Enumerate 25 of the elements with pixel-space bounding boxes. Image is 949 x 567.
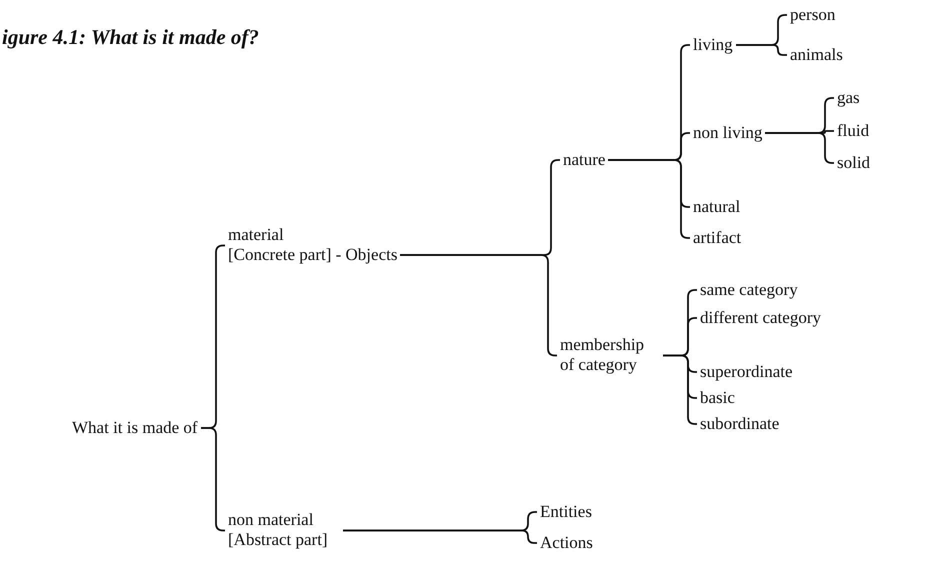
label-text: material <box>228 225 285 246</box>
bracket-line <box>343 530 537 544</box>
figure-title: igure 4.1: What is it made of? <box>2 24 259 51</box>
label-text: [Concrete part] - Objects <box>228 245 398 266</box>
label-text: Actions <box>540 533 593 554</box>
label-text: fluid <box>837 121 870 142</box>
label-text: same category <box>700 280 798 300</box>
label-text: nature <box>563 150 606 170</box>
label-text: natural <box>693 197 740 218</box>
label-text: living <box>693 35 733 56</box>
label-text: basic <box>700 388 735 408</box>
label-text: different category <box>700 308 821 328</box>
label-text: artifact <box>693 228 742 248</box>
label-text: non living <box>693 123 762 144</box>
label-text: superordinate <box>700 362 793 382</box>
label-text: animals <box>790 45 843 66</box>
label-text: solid <box>837 153 870 174</box>
label-text: Entities <box>540 502 592 522</box>
label-text: What it is made of <box>72 418 198 438</box>
label-text: subordinate <box>700 414 780 434</box>
bracket-line <box>736 44 787 56</box>
label-text: gas <box>837 88 860 108</box>
label-text: person <box>790 5 836 26</box>
label-text: non material [Abstract part] <box>228 510 329 551</box>
label-text: membership of category <box>560 335 646 376</box>
